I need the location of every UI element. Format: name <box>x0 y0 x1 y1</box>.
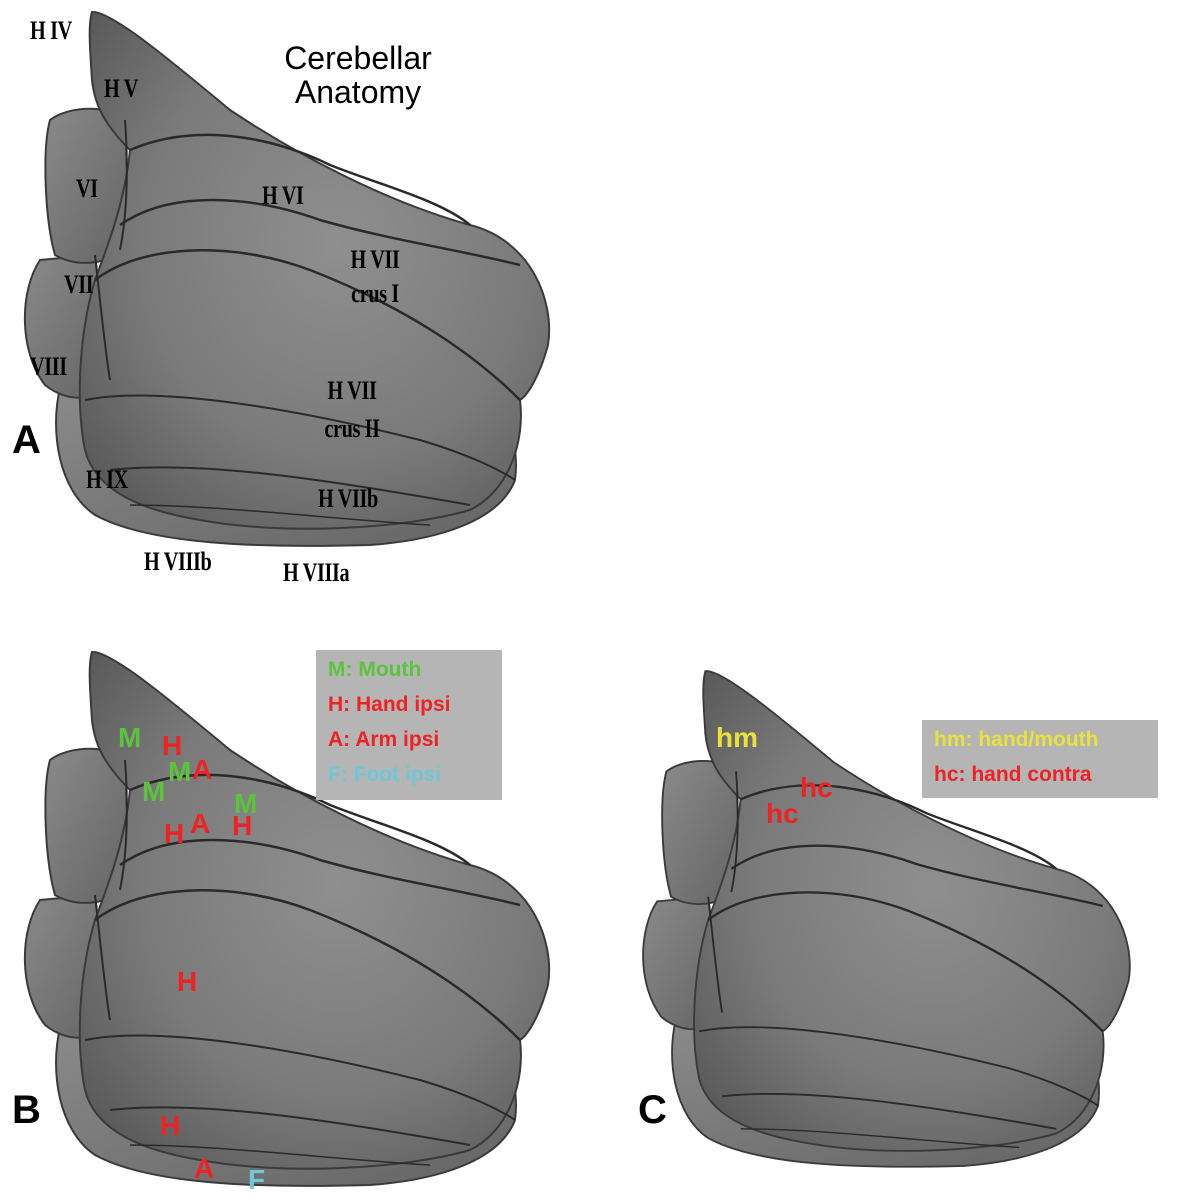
label-h-vi: H VI <box>262 183 303 209</box>
marker-hand-contra: hc <box>766 800 799 828</box>
label-h-viiib-bottom: H VIIIb <box>144 549 211 575</box>
label-h-v: H V <box>104 76 138 102</box>
marker-mouth: M <box>142 778 165 806</box>
marker-hand: H <box>232 812 252 840</box>
marker-arm: A <box>192 756 212 784</box>
panel-letter-c: C <box>638 1090 667 1130</box>
panel-b: M: Mouth H: Hand ipsi A: Arm ipsi F: Foo… <box>0 640 600 1198</box>
legend-b-hand: H: Hand ipsi <box>328 687 490 722</box>
legend-c-hand-mouth: hm: hand/mouth <box>934 722 1146 757</box>
panel-letter-a: A <box>12 420 41 460</box>
marker-hand: H <box>160 1112 180 1140</box>
label-h-viiia: H VIIIa <box>283 560 349 586</box>
panel-a-title: Cerebellar Anatomy <box>248 42 468 109</box>
panel-c: hm: hand/mouth hc: hand contra hm hc hc … <box>620 640 1177 1198</box>
label-h-vii-crus-ii: H VII crus II <box>305 378 399 442</box>
marker-hand: H <box>164 820 184 848</box>
title-line-2: Anatomy <box>248 76 468 110</box>
label-h-viib-right: H VIIb <box>318 486 378 512</box>
label-vi: VI <box>76 176 98 202</box>
marker-foot: F <box>248 1166 265 1194</box>
cerebellum-model-b <box>0 640 600 1198</box>
label-h-vii-crus-i-line2: crus I <box>332 281 418 307</box>
marker-hand-mouth: hm <box>716 724 758 752</box>
marker-hand-contra: hc <box>800 774 833 802</box>
label-h-iv: H IV <box>30 18 72 44</box>
label-h-vii-crus-i: H VII crus I <box>332 247 418 307</box>
marker-hand: H <box>177 968 197 996</box>
label-h-vii-crus-ii-line1: H VII <box>305 378 399 404</box>
marker-arm: A <box>190 810 210 838</box>
panel-a: Cerebellar Anatomy H IV H V VI H VI H VI… <box>0 0 600 600</box>
label-h-vii-crus-ii-line2: crus II <box>305 416 399 442</box>
legend-b-foot: F: Foot ipsi <box>328 757 490 792</box>
marker-arm: A <box>194 1155 214 1183</box>
legend-c: hm: hand/mouth hc: hand contra <box>922 720 1158 798</box>
legend-b-mouth: M: Mouth <box>328 652 490 687</box>
label-vii: VII <box>64 272 93 298</box>
label-viii: VIII <box>30 354 67 380</box>
legend-b: M: Mouth H: Hand ipsi A: Arm ipsi F: Foo… <box>316 650 502 800</box>
marker-mouth: M <box>168 758 191 786</box>
label-h-ix: H IX <box>86 467 128 493</box>
title-line-1: Cerebellar <box>248 42 468 76</box>
marker-mouth: M <box>118 724 141 752</box>
panel-letter-b: B <box>12 1090 41 1130</box>
label-h-vii-crus-i-line1: H VII <box>332 247 418 273</box>
legend-b-arm: A: Arm ipsi <box>328 722 490 757</box>
legend-c-hand-contra: hc: hand contra <box>934 757 1146 792</box>
